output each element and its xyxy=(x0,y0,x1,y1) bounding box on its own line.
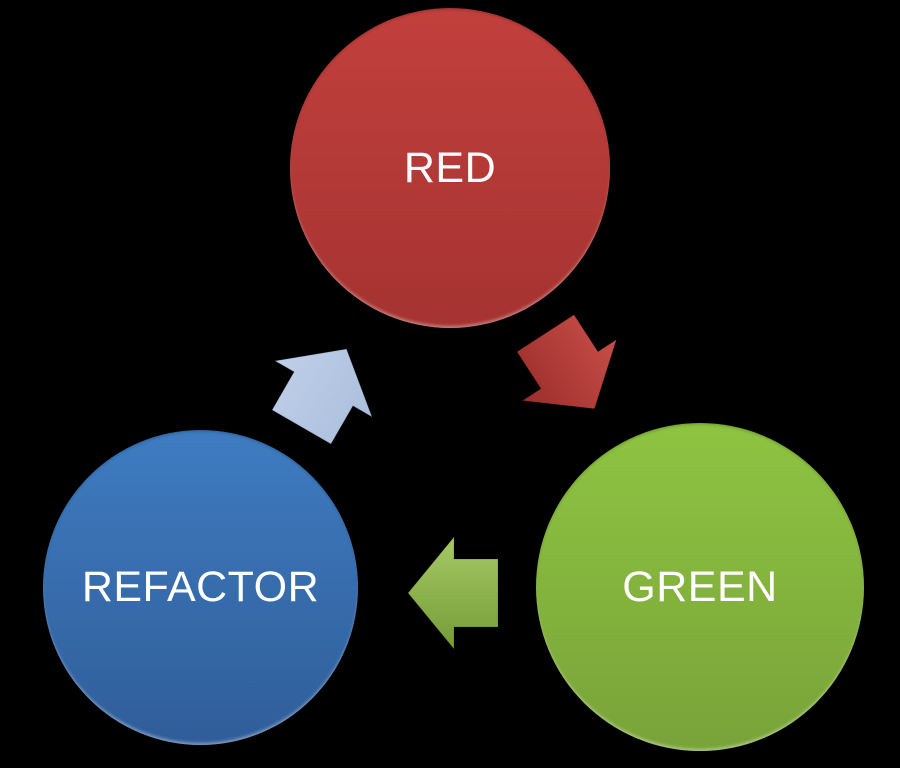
node-refactor-label: REFACTOR xyxy=(81,563,320,611)
arrow-green-to-refactor-icon xyxy=(407,535,499,651)
arrow-refactor-to-red-icon xyxy=(271,348,373,445)
node-green-label: GREEN xyxy=(622,562,778,611)
node-red-label: RED xyxy=(403,143,497,192)
node-red: RED xyxy=(290,8,610,328)
node-green: GREEN xyxy=(536,423,864,751)
node-refactor: REFACTOR xyxy=(43,430,358,745)
arrow-red-to-green-icon xyxy=(516,314,618,410)
